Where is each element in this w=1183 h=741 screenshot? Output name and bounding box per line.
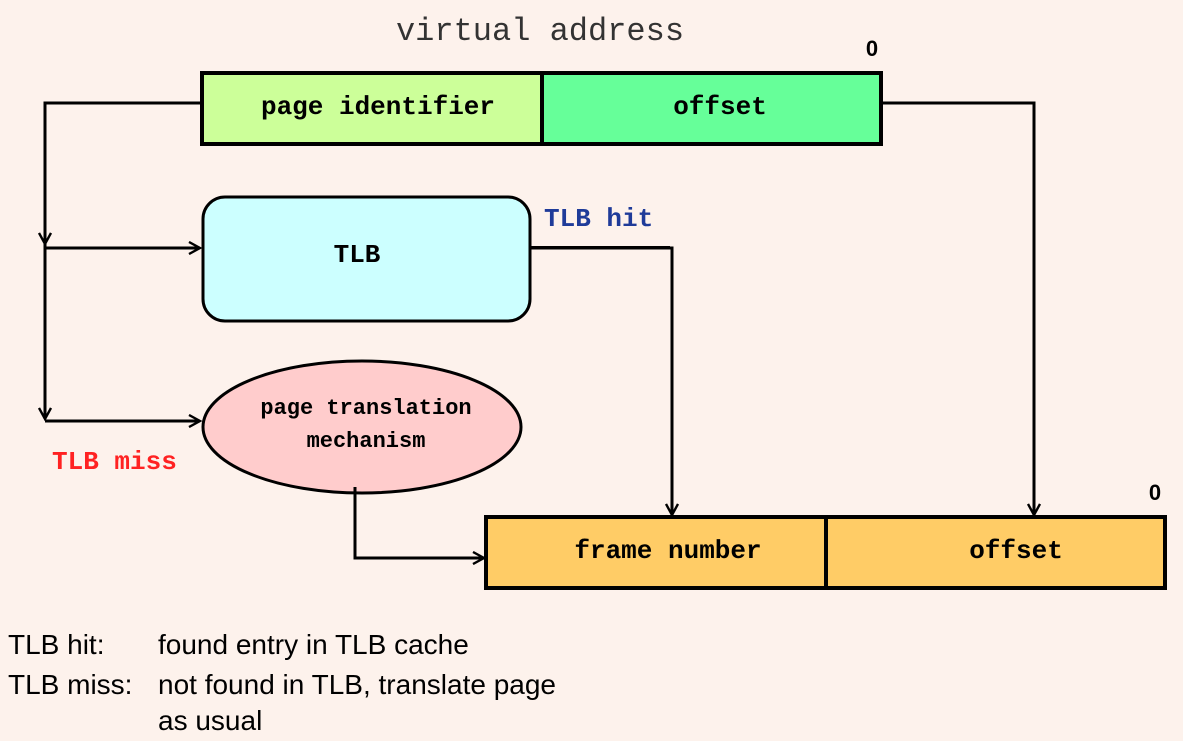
translation-to-frame-arrow (353, 487, 484, 558)
frame-number-label: frame number (574, 536, 761, 566)
virtual-offset-label: offset (673, 92, 767, 122)
legend-miss-row: TLB miss: not found in TLB, translate pag… (8, 667, 556, 703)
virtual-address-title: virtual address (396, 13, 684, 50)
virtual-offset-field (540, 71, 883, 146)
legend-miss-term: TLB miss: (8, 669, 133, 700)
tlb-hit-label: TLB hit (544, 204, 653, 234)
legend-miss-description: not found in TLB, translate page (158, 669, 556, 700)
tlb-box (201, 195, 532, 323)
legend-hit-row: TLB hit: found entry in TLB cache (8, 627, 469, 663)
physical-offset-label: offset (969, 536, 1063, 566)
page-identifier-field (200, 71, 544, 146)
page-identifier-label: page identifier (261, 92, 495, 122)
tlb-label: TLB (334, 240, 381, 270)
page-translation-label-line2: mechanism (307, 429, 426, 454)
virtual-address-zero-label: 0 (866, 36, 878, 61)
physical-offset-field (824, 515, 1167, 590)
page-translation-mechanism (201, 359, 523, 495)
page-id-bus-line (45, 101, 202, 244)
tlb-hit-arrow (530, 246, 672, 515)
legend-miss-row-continued: as usual (8, 703, 262, 739)
frame-number-field (484, 515, 828, 590)
legend-hit-term: TLB hit: (8, 629, 105, 660)
page-translation-label-line1: page translation (260, 396, 471, 421)
legend-miss-description-continued: as usual (158, 705, 263, 736)
offset-passthrough-arrow (881, 101, 1034, 515)
tlb-miss-label: TLB miss (52, 447, 177, 477)
physical-address-zero-label: 0 (1149, 480, 1161, 505)
legend-hit-description: found entry in TLB cache (158, 629, 469, 660)
